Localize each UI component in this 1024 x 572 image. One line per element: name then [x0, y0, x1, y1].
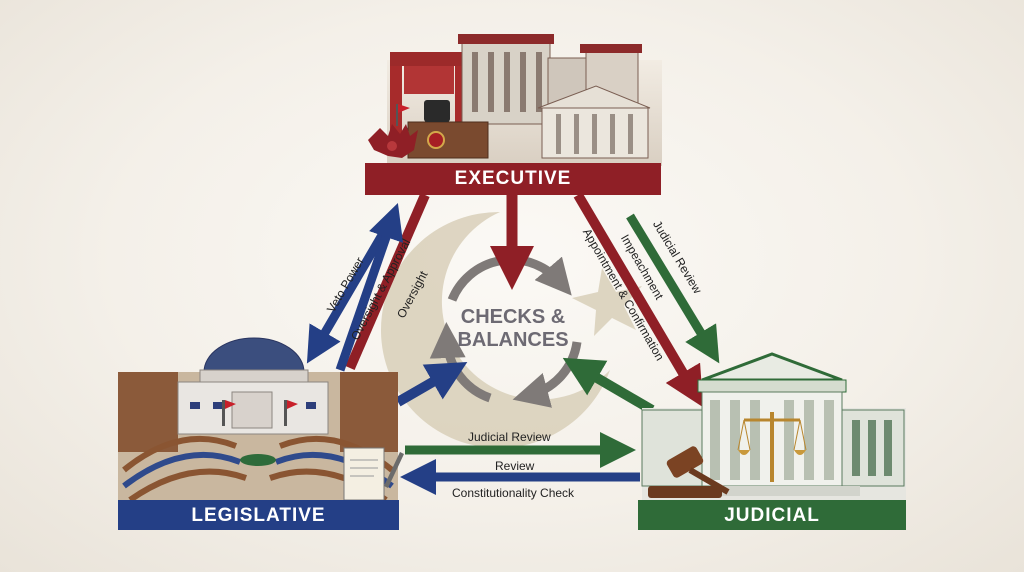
legislative-arrows — [306, 202, 640, 495]
executive-banner — [365, 163, 661, 195]
executive-arrows — [345, 192, 704, 408]
center-line-2: BALANCES — [457, 329, 569, 351]
executive-label: EXECUTIVE — [454, 168, 572, 189]
legislative-label: LEGISLATIVE — [191, 505, 326, 526]
checks-balances-title: CHECKS & BALANCES — [440, 306, 586, 352]
center-line-1: CHECKS & — [460, 306, 566, 328]
judicial-banner — [638, 500, 906, 530]
judicial-arrows — [405, 213, 720, 468]
scales-of-justice-icon — [737, 412, 807, 482]
scroll-quill-icon — [343, 447, 404, 501]
legislative-banner — [118, 500, 399, 530]
executive-building — [387, 34, 662, 166]
review-label: Review — [495, 459, 535, 473]
constitutionality-check-label: Constitutionality Check — [452, 486, 575, 500]
judicial-review-label: Judicial Review — [468, 430, 551, 444]
eagle-emblem-icon — [368, 124, 418, 158]
judicial-label: JUDICIAL — [724, 505, 820, 526]
gavel-icon — [648, 446, 730, 498]
